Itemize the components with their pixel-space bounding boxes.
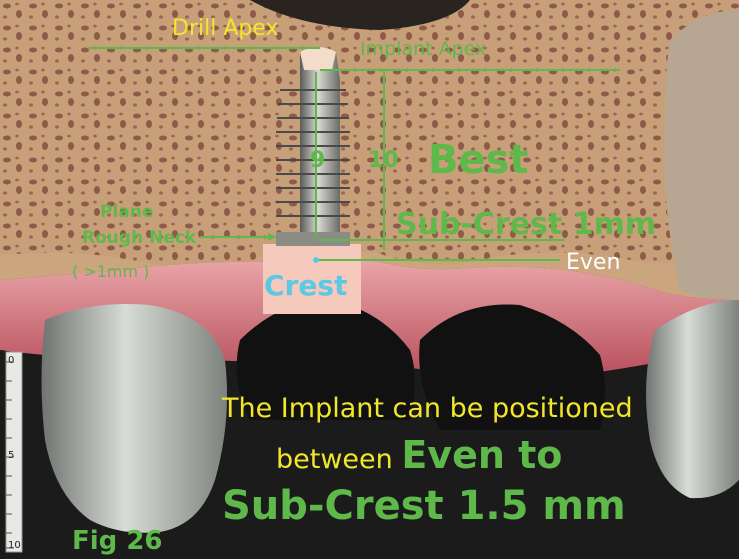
ruler-mark-5: 5: [8, 451, 14, 461]
caption-line2-prefix: between: [276, 444, 401, 475]
drill-apex-label: Drill Apex: [172, 18, 279, 40]
ruler-mark-0: 0: [8, 356, 14, 366]
crest-dot: [313, 257, 319, 263]
depth-9-label: 9: [310, 150, 325, 172]
right-tooth: [646, 300, 739, 498]
figure-number: Fig 26: [72, 528, 163, 554]
depth-10-label: 10: [368, 150, 399, 172]
left-tooth: [42, 304, 228, 533]
best-label: Best: [428, 140, 529, 180]
ruler-mark-10: 10: [8, 541, 21, 551]
plane-label: Plane: [100, 204, 153, 221]
even-label: Even: [566, 252, 620, 274]
crest-label: Crest: [264, 272, 347, 300]
caption-line2: between Even to: [276, 436, 562, 474]
rough-neck-label: Rough Neck: [82, 230, 196, 247]
right-tooth-root: [664, 10, 739, 300]
implant-body: [300, 48, 340, 236]
caption-line2-emphasis: Even to: [401, 433, 562, 477]
caption-line3: Sub-Crest 1.5 mm: [222, 486, 626, 526]
rough-neck-size-label: ( >1mm ): [72, 264, 149, 280]
sub-crest-1mm-label: Sub-Crest 1mm: [396, 210, 656, 240]
caption-line1: The Implant can be positioned: [222, 395, 633, 422]
implant-apex-tip: [300, 47, 336, 70]
implant-apex-label: Implant Apex: [360, 40, 486, 59]
